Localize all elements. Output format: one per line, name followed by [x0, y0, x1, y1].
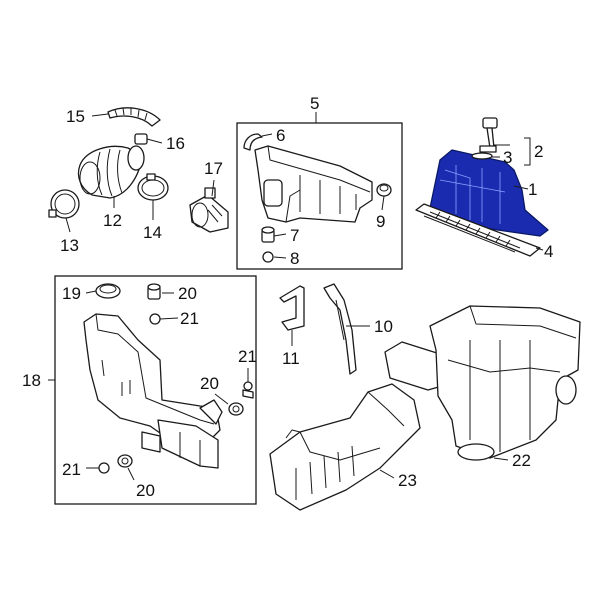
- part-3-seal[interactable]: [471, 152, 493, 160]
- callout-20-middle: 20: [200, 374, 219, 393]
- part-8-bolt[interactable]: [262, 251, 274, 263]
- callout-1: 1: [528, 180, 537, 199]
- callout-23: 23: [398, 471, 417, 490]
- callout-labels: 1 2 3 4 5 6 7 8 9 10 11 12 13 14 15 16 1…: [22, 94, 553, 500]
- part-2-sensor[interactable]: [479, 117, 498, 153]
- callout-21-top: 21: [180, 309, 199, 328]
- callout-12: 12: [103, 211, 122, 230]
- part-15-tube[interactable]: [107, 107, 161, 127]
- part-9-grommet[interactable]: [376, 183, 392, 197]
- callout-20-bottom: 20: [136, 481, 155, 500]
- part-22-intake-duct[interactable]: [384, 305, 581, 461]
- callout-19: 19: [62, 284, 81, 303]
- part-4-filter-element[interactable]: [415, 203, 541, 257]
- group-box-air-cleaner-case: [236, 122, 403, 270]
- part-20-collar-top[interactable]: [147, 283, 161, 300]
- part-11-bracket[interactable]: [279, 285, 305, 331]
- part-21-bolt-top[interactable]: [149, 313, 161, 325]
- callout-16: 16: [166, 134, 185, 153]
- part-20-collar-bottom[interactable]: [117, 454, 133, 468]
- callout-2: 2: [534, 142, 543, 161]
- part-20-collar-middle[interactable]: [228, 402, 244, 416]
- callout-11: 11: [282, 349, 300, 368]
- callout-9: 9: [376, 212, 385, 231]
- callout-21-bottom: 21: [62, 460, 81, 479]
- callout-4: 4: [544, 242, 553, 261]
- callout-7: 7: [290, 226, 299, 245]
- part-18-resonator[interactable]: [83, 313, 223, 469]
- part-5-air-cleaner-case[interactable]: [254, 145, 373, 223]
- callout-20-top: 20: [178, 284, 197, 303]
- part-10-stay[interactable]: [323, 283, 357, 375]
- callout-17: 17: [204, 159, 223, 178]
- part-6-hose[interactable]: [243, 133, 263, 151]
- callout-13: 13: [60, 236, 79, 255]
- callout-8: 8: [290, 249, 299, 268]
- leader-lines: [48, 112, 544, 481]
- part-16-clip[interactable]: [134, 133, 148, 145]
- part-14-clamp[interactable]: [137, 173, 169, 201]
- part-19-cap[interactable]: [95, 283, 121, 299]
- callout-14: 14: [143, 223, 162, 242]
- part-21-bolt-right[interactable]: [242, 381, 254, 399]
- group-box-resonator: [54, 275, 257, 505]
- callout-3: 3: [503, 148, 512, 167]
- callout-21-right: 21: [238, 347, 257, 366]
- part-7-grommet[interactable]: [261, 226, 275, 243]
- callout-5: 5: [310, 94, 319, 113]
- callout-10: 10: [374, 317, 393, 336]
- callout-22: 22: [512, 451, 531, 470]
- part-17-duct[interactable]: [189, 187, 229, 233]
- part-21-bolt-bottom[interactable]: [98, 462, 110, 474]
- callout-18: 18: [22, 371, 41, 390]
- callout-6: 6: [276, 126, 285, 145]
- part-13-clamp[interactable]: [48, 189, 80, 219]
- part-23-lower-duct[interactable]: [269, 383, 421, 511]
- part-12-intake-hose[interactable]: [77, 145, 145, 199]
- callout-15: 15: [66, 107, 85, 126]
